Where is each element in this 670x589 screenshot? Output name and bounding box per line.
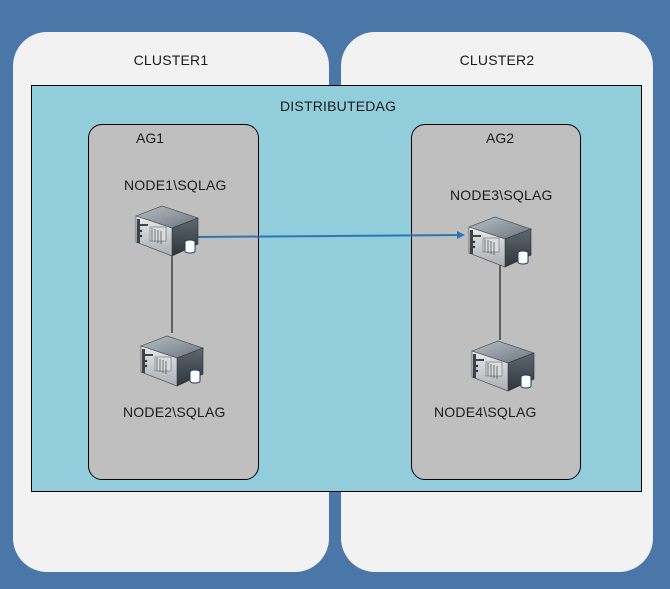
node3-label: NODE3\SQLAG — [450, 187, 553, 203]
server-database-icon — [135, 205, 199, 257]
ag2-label: AG2 — [486, 130, 515, 146]
node4-label: NODE4\SQLAG — [434, 404, 537, 420]
cluster2-label: CLUSTER2 — [459, 52, 535, 68]
ag1-label: AG1 — [136, 130, 165, 146]
server-database-icon — [471, 340, 535, 392]
node2-label: NODE2\SQLAG — [123, 404, 226, 420]
cluster1-label: CLUSTER1 — [133, 52, 209, 68]
node1-label: NODE1\SQLAG — [124, 177, 227, 193]
server-database-icon — [140, 335, 204, 387]
distributed-ag-label: DISTRIBUTEDAG — [280, 98, 397, 114]
ag1-container — [88, 124, 259, 480]
server-database-icon — [468, 216, 532, 268]
ag2-container — [411, 124, 581, 480]
